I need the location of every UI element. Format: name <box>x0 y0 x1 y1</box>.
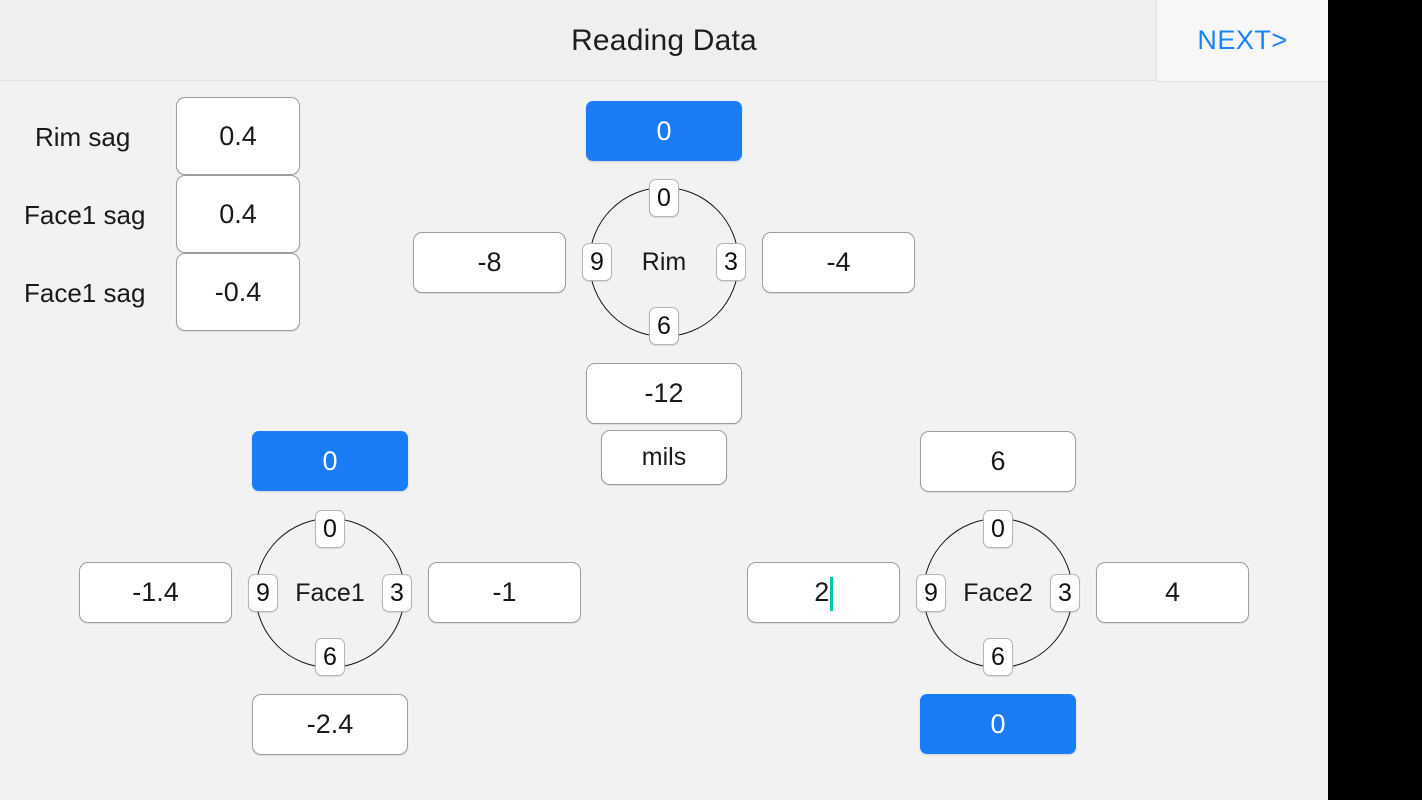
rim-tick-3-icon: 3 <box>716 243 746 281</box>
android-nav-bar <box>1328 0 1422 800</box>
rim-dial-label: Rim <box>641 247 687 276</box>
rim-right-value-text: -4 <box>826 247 851 277</box>
face2-right-value-text: 4 <box>1164 577 1181 607</box>
rim-left-value-text: -8 <box>477 247 502 277</box>
face2-bottom-value-text: 0 <box>990 708 1006 739</box>
rim-bottom-value[interactable]: -12 <box>586 363 742 424</box>
face1-tick-9-icon: 9 <box>248 574 278 612</box>
face2-top-value[interactable]: 6 <box>920 431 1076 492</box>
face2-tick-0-icon: 0 <box>983 510 1013 548</box>
app-bar: Reading Data NEXT> <box>0 0 1328 81</box>
face2-tick-6-icon: 6 <box>983 638 1013 676</box>
face2-left-input[interactable]: 2 <box>747 562 900 623</box>
face1-sag-input-a[interactable]: 0.4 <box>176 175 300 253</box>
next-button[interactable]: NEXT> <box>1157 0 1328 81</box>
face2-top-value-text: 6 <box>990 446 1006 476</box>
face1-tick-3-icon: 3 <box>382 574 412 612</box>
face1-left-value-text: -1.4 <box>132 577 179 607</box>
rim-right-value[interactable]: -4 <box>762 232 915 293</box>
face1-sag-label-a: Face1 sag <box>24 200 146 230</box>
face2-bottom-value[interactable]: 0 <box>920 694 1076 754</box>
face2-left-value-text: 2 <box>814 577 830 607</box>
face1-sag-value-b: -0.4 <box>214 276 262 307</box>
rim-tick-6-icon: 6 <box>649 307 679 345</box>
face2-tick-9-icon: 9 <box>916 574 946 612</box>
face1-dial[interactable]: Face1 0 3 6 9 <box>248 510 412 676</box>
face1-top-value[interactable]: 0 <box>252 431 408 491</box>
unit-selector-text: mils <box>641 443 687 471</box>
face1-left-value[interactable]: -1.4 <box>79 562 232 623</box>
face1-tick-6-icon: 6 <box>315 638 345 676</box>
face1-bottom-value-text: -2.4 <box>306 709 354 739</box>
page-title: Reading Data <box>571 24 757 57</box>
rim-tick-0-icon: 0 <box>649 179 679 217</box>
face1-top-value-text: 0 <box>322 445 338 476</box>
face2-tick-3-icon: 3 <box>1050 574 1080 612</box>
rim-bottom-value-text: -12 <box>644 378 684 408</box>
face2-dial[interactable]: Face2 0 3 6 9 <box>916 510 1080 676</box>
rim-sag-label: Rim sag <box>35 122 131 152</box>
rim-left-value[interactable]: -8 <box>413 232 566 293</box>
face1-bottom-value[interactable]: -2.4 <box>252 694 408 755</box>
face1-sag-input-b[interactable]: -0.4 <box>176 253 300 331</box>
face2-dial-label: Face2 <box>963 578 1033 607</box>
face2-right-value[interactable]: 4 <box>1096 562 1249 623</box>
text-cursor-icon <box>830 576 833 611</box>
face1-right-value[interactable]: -1 <box>428 562 581 623</box>
rim-sag-value: 0.4 <box>219 120 257 151</box>
rim-dial[interactable]: Rim 0 3 6 9 <box>582 179 746 345</box>
face1-right-value-text: -1 <box>492 577 517 607</box>
rim-top-value[interactable]: 0 <box>586 101 742 161</box>
face1-sag-label-b: Face1 sag <box>24 278 146 308</box>
unit-selector[interactable]: mils <box>601 430 727 485</box>
next-button-label: NEXT> <box>1197 25 1288 55</box>
rim-top-value-text: 0 <box>656 115 672 146</box>
face1-tick-0-icon: 0 <box>315 510 345 548</box>
rim-tick-9-icon: 9 <box>582 243 612 281</box>
rim-sag-input[interactable]: 0.4 <box>176 97 300 175</box>
face1-sag-value-a: 0.4 <box>219 198 257 229</box>
app-content: Reading Data NEXT> Rim sag 0.4 Face1 sag… <box>0 0 1328 755</box>
face1-dial-label: Face1 <box>295 578 365 607</box>
